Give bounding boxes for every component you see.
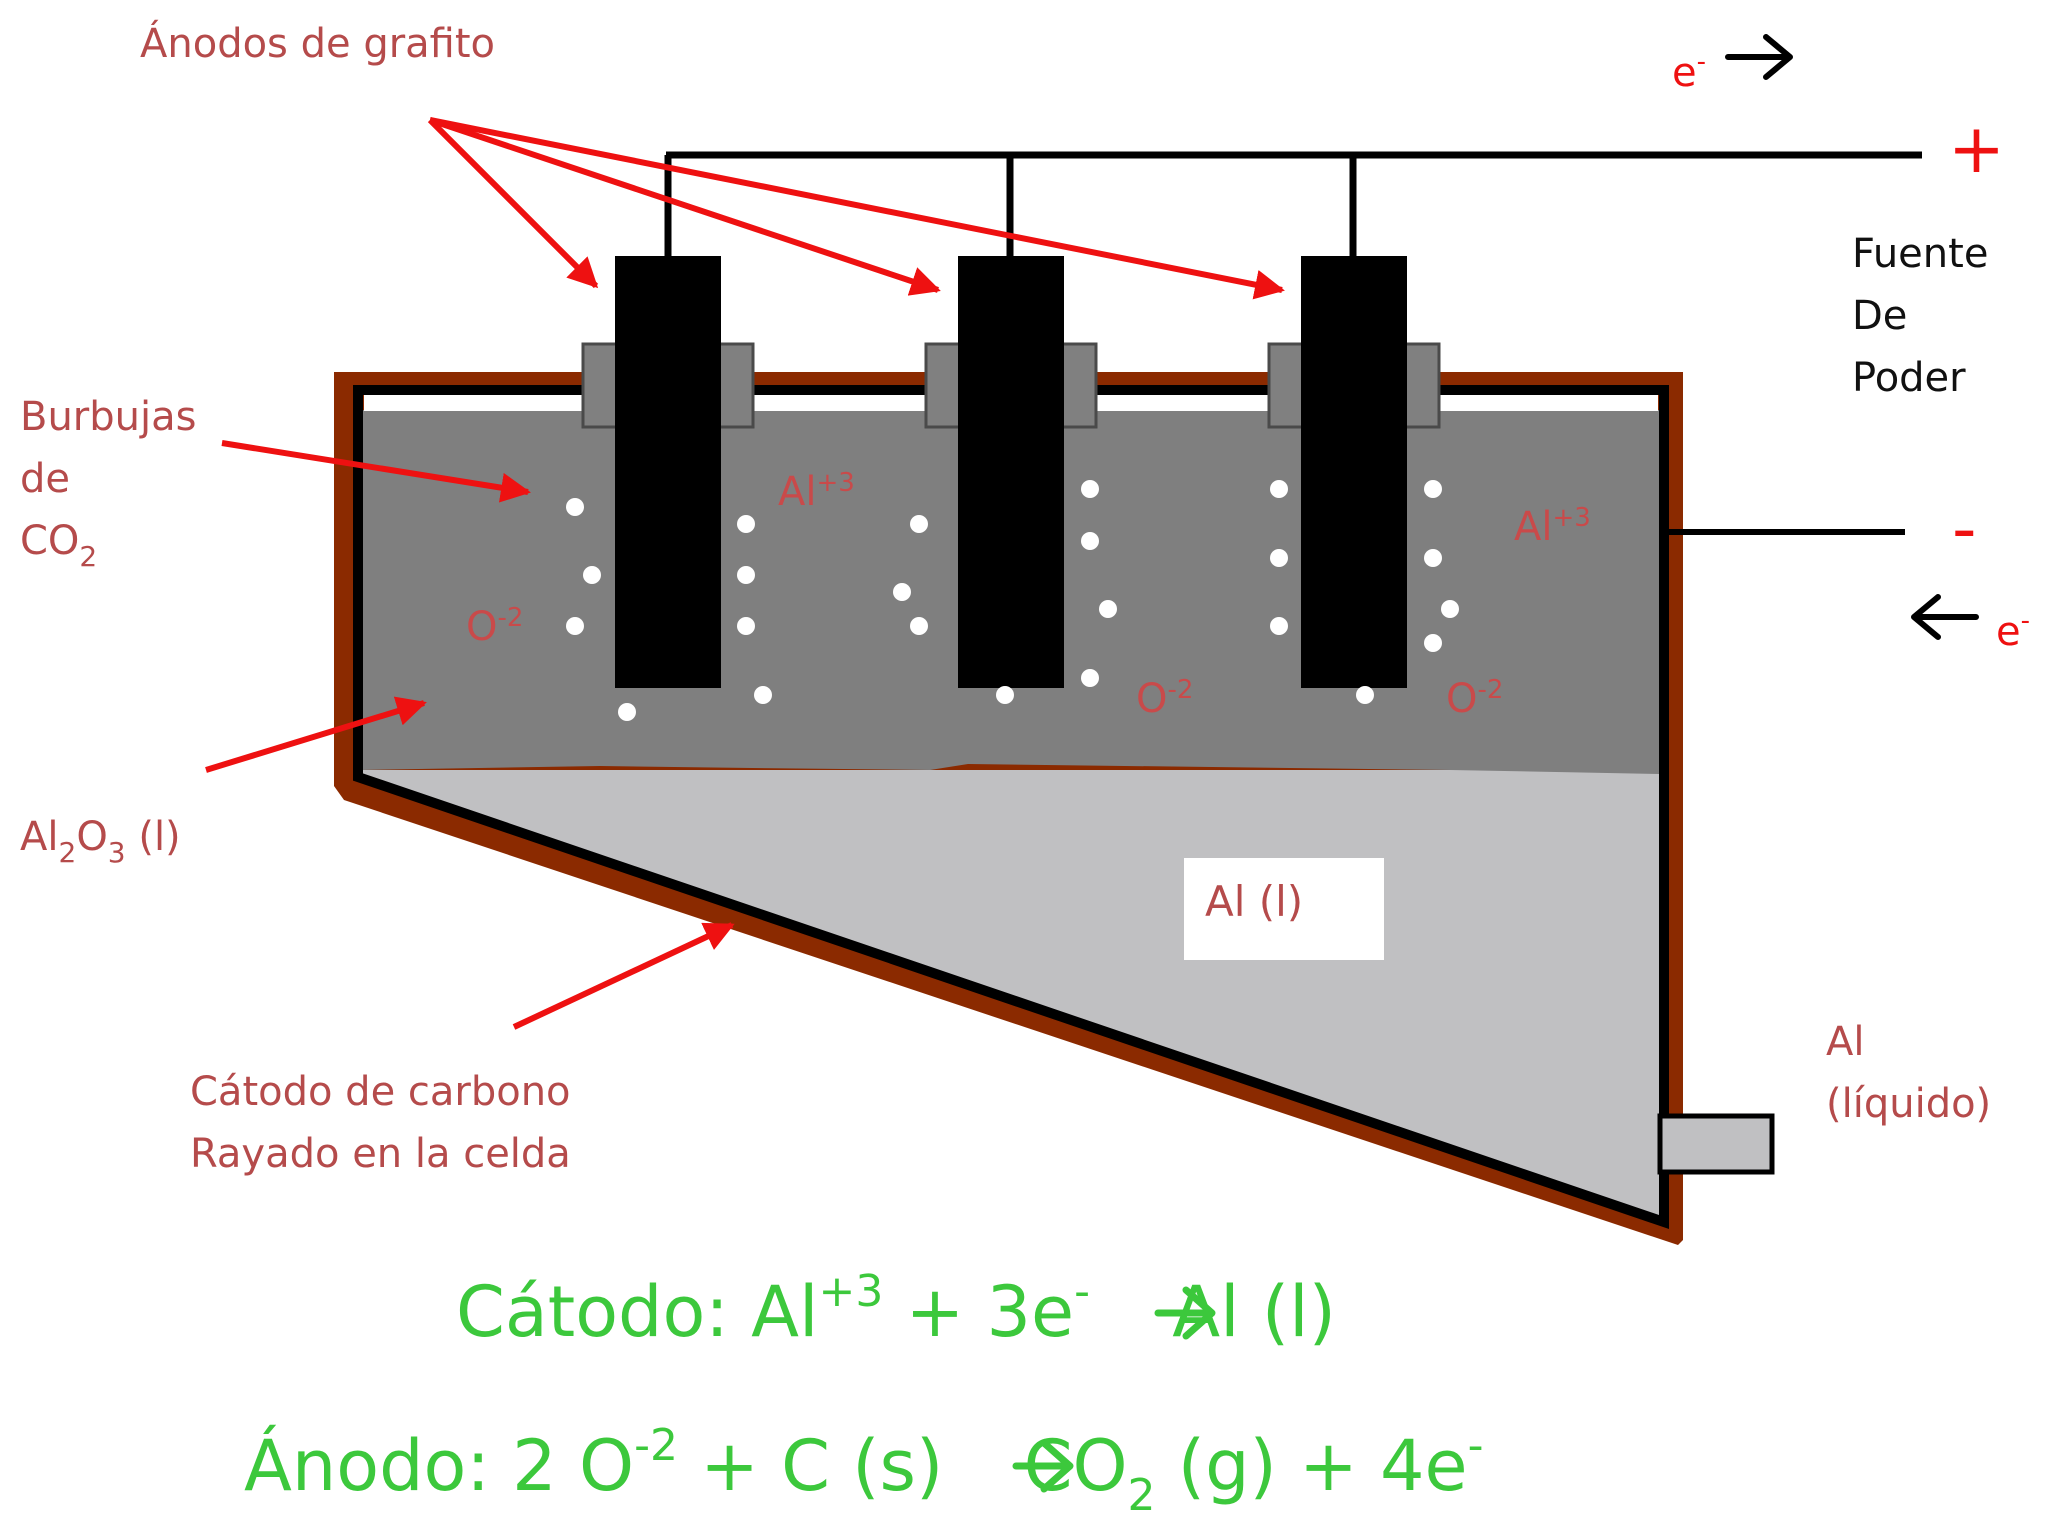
anode-reaction-arrow-icon xyxy=(1012,1439,1074,1493)
ion-o-2: O-2 xyxy=(1136,675,1193,722)
bubbles-label-line3: CO2 xyxy=(20,518,97,573)
ion-al-1: Al+3 xyxy=(778,468,855,515)
electron-flow-right-icon xyxy=(1725,34,1793,80)
power-label-line3: Poder xyxy=(1852,355,1966,401)
bubble xyxy=(1356,686,1374,704)
red-arrow-bubbles xyxy=(221,440,531,503)
minus-terminal: - xyxy=(1952,490,1977,569)
red-arrow-electrolyte xyxy=(205,696,427,773)
electron-bottom-label: e- xyxy=(1996,606,2030,655)
electron-top-label: e- xyxy=(1672,47,1706,96)
bubble xyxy=(1424,634,1442,652)
ion-o-1: O-2 xyxy=(466,603,523,650)
liquid-al-label-box xyxy=(1184,858,1384,960)
bubble xyxy=(910,515,928,533)
bubble xyxy=(1081,532,1099,550)
cathode-label-line2: Rayado en la celda xyxy=(190,1131,571,1177)
anode-2 xyxy=(958,256,1064,688)
ion-al-2: Al+3 xyxy=(1514,503,1591,550)
red-arrow-anode-3 xyxy=(429,117,1285,300)
anode-3 xyxy=(1301,256,1407,688)
pointer-arrows xyxy=(205,117,1285,1030)
red-arrow-anode-1 xyxy=(427,117,599,289)
cathode-reaction-arrow-icon xyxy=(1154,1286,1216,1340)
bubble xyxy=(893,583,911,601)
tap-hole xyxy=(1657,1113,1775,1175)
ion-o-3: O-2 xyxy=(1446,675,1503,722)
power-label-line2: De xyxy=(1852,293,1907,339)
red-arrow-cathode xyxy=(512,922,735,1030)
power-label-line1: Fuente xyxy=(1852,231,1988,277)
electron-flow-left-icon xyxy=(1911,594,1979,640)
bubble xyxy=(737,515,755,533)
co2-bubbles xyxy=(566,480,1459,721)
bubble xyxy=(1081,480,1099,498)
bubble xyxy=(1270,617,1288,635)
bubble xyxy=(737,566,755,584)
bubble xyxy=(1099,600,1117,618)
bubble xyxy=(583,566,601,584)
bubble xyxy=(996,686,1014,704)
plus-terminal: + xyxy=(1948,110,2005,189)
red-arrow-anode-2 xyxy=(429,117,941,296)
bubble xyxy=(1424,480,1442,498)
anode-equation: Ánodo: 2 O-2 + C (s) CO2 (g) + 4e- xyxy=(244,1420,1484,1521)
liquid-al-label: Al (l) xyxy=(1205,877,1303,926)
electrolyte-label: Al2O3 (l) xyxy=(20,814,181,869)
tap-label-line1: Al xyxy=(1826,1019,1864,1065)
bubbles-label-line1: Burbujas xyxy=(20,394,196,440)
power-bus xyxy=(664,151,1922,256)
bubble xyxy=(618,703,636,721)
anodes-label: Ánodos de grafito xyxy=(140,19,495,67)
bubble xyxy=(910,617,928,635)
bubble xyxy=(1441,600,1459,618)
bubble xyxy=(1270,549,1288,567)
bubble xyxy=(1270,480,1288,498)
bubble xyxy=(754,686,772,704)
anode-1 xyxy=(615,256,721,688)
bubble xyxy=(566,617,584,635)
bubble xyxy=(1424,549,1442,567)
bubble xyxy=(737,617,755,635)
tap-label-line2: (líquido) xyxy=(1826,1081,1991,1127)
bubble xyxy=(566,498,584,516)
bubbles-label-line2: de xyxy=(20,456,70,502)
bubble xyxy=(1081,669,1099,687)
cathode-carbon-lining xyxy=(353,385,1669,1229)
graphite-anodes xyxy=(581,256,1441,688)
cathode-label-line1: Cátodo de carbono xyxy=(190,1069,571,1115)
